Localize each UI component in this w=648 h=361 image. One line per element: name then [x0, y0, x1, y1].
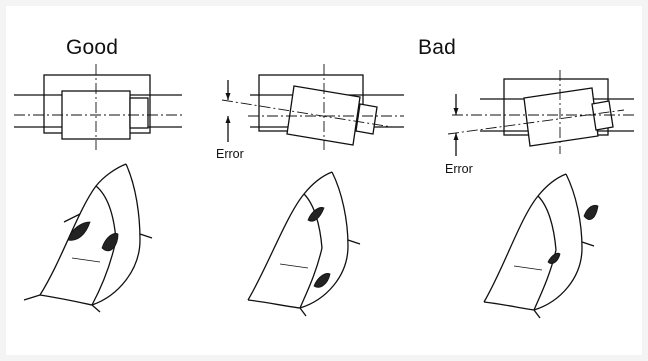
contact-patch [313, 273, 331, 288]
centerline-tilted [447, 109, 625, 135]
good-heading: Good [66, 36, 119, 59]
error-arrowhead-lower [453, 133, 459, 140]
alignment-diagram-good [14, 64, 182, 150]
gear-boss-tilted [591, 100, 614, 131]
contact-patch [583, 204, 599, 220]
gear-boss-tilted [355, 103, 378, 135]
error-arrowhead-upper [225, 93, 231, 100]
alignment-diagram-bad-1 [221, 64, 404, 150]
bad-heading: Bad [418, 36, 456, 59]
contact-patch [67, 221, 91, 241]
tooth-contact-good [23, 163, 153, 313]
contact-patch [307, 207, 325, 222]
contact-patch [101, 233, 119, 252]
gear-body-tilted [286, 85, 361, 146]
gear-boss [129, 97, 149, 129]
centerline-tilted [221, 99, 393, 128]
contact-patch [547, 252, 561, 264]
error-label-2: Error [445, 162, 473, 176]
gear-body-tilted [523, 87, 599, 147]
error-label-1: Error [216, 147, 244, 161]
alignment-diagram-bad-2 [447, 70, 634, 156]
tooth-contact-bad-1 [247, 171, 361, 317]
error-arrowhead-upper [453, 108, 459, 115]
tooth-contact-bad-2 [483, 173, 599, 319]
error-arrowhead-lower [225, 116, 231, 123]
